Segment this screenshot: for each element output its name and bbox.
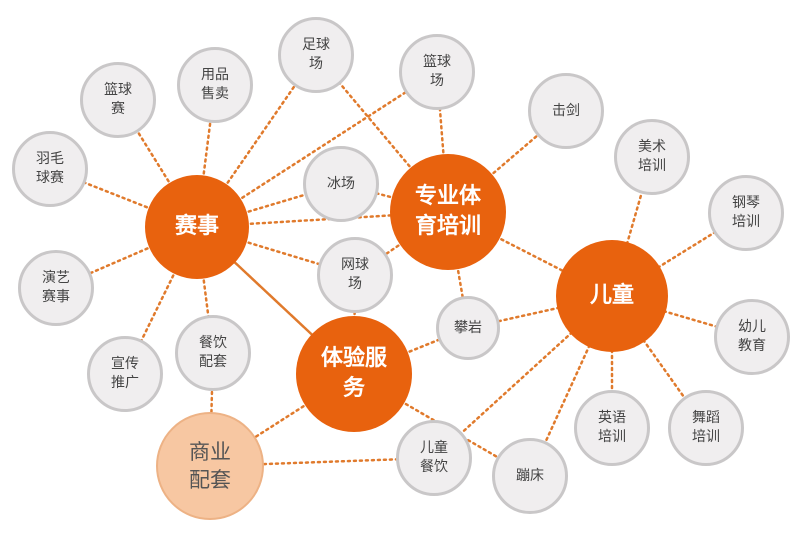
hub-shangye-label: 商业 配套 bbox=[189, 440, 231, 492]
node-label: 宣传 推广 bbox=[111, 356, 139, 391]
hub-ertong: 儿童 bbox=[556, 240, 668, 352]
node-label: 篮球 场 bbox=[423, 54, 451, 89]
node-gangqin-peixun: 钢琴 培训 bbox=[708, 175, 784, 251]
hub-tiyan-label: 体验服 务 bbox=[320, 346, 387, 401]
hub-saishi-label: 赛事 bbox=[174, 214, 219, 239]
node-label: 羽毛 球赛 bbox=[36, 151, 64, 186]
node-label: 用品 售卖 bbox=[201, 67, 229, 102]
node-label: 击剑 bbox=[552, 102, 580, 119]
node-yongpin-shoumai: 用品 售卖 bbox=[177, 47, 253, 123]
hub-saishi: 赛事 bbox=[145, 175, 249, 279]
node-panyan: 攀岩 bbox=[436, 296, 500, 360]
hub-zhuanye-label: 专业体 育培训 bbox=[414, 184, 481, 239]
hub-ertong-label: 儿童 bbox=[589, 283, 634, 308]
connector-ertong-ertongcanyin bbox=[432, 294, 614, 460]
connector-tiyan-shangye bbox=[208, 372, 356, 468]
node-meishu-peixun: 美术 培训 bbox=[614, 119, 690, 195]
node-youer-jiaoyu: 幼儿 教育 bbox=[714, 299, 790, 375]
node-lanqiu-sai: 篮球 赛 bbox=[80, 62, 156, 138]
node-yingyu-peixun: 英语 培训 bbox=[574, 390, 650, 466]
node-label: 攀岩 bbox=[454, 319, 482, 336]
node-label: 蹦床 bbox=[516, 467, 544, 484]
node-bengchuang: 蹦床 bbox=[492, 438, 568, 514]
node-label: 幼儿 教育 bbox=[738, 319, 766, 354]
node-bingchang: 冰场 bbox=[303, 146, 379, 222]
node-jijian: 击剑 bbox=[528, 73, 604, 149]
node-label: 演艺 赛事 bbox=[42, 270, 70, 305]
node-canyin-peitao: 餐饮 配套 bbox=[175, 315, 251, 391]
node-label: 英语 培训 bbox=[598, 410, 626, 445]
node-label: 足球 场 bbox=[302, 37, 330, 72]
node-xuanchuan-tuiguang: 宣传 推广 bbox=[87, 336, 163, 412]
node-label: 儿童 餐饮 bbox=[420, 440, 448, 475]
node-lanqiu-chang: 篮球 场 bbox=[399, 34, 475, 110]
node-yumaoqiu-sai: 羽毛 球赛 bbox=[12, 131, 88, 207]
node-label: 美术 培训 bbox=[638, 139, 666, 174]
hub-shangye-peitao: 商业 配套 bbox=[156, 412, 264, 520]
node-ertong-canyin: 儿童 餐饮 bbox=[396, 420, 472, 496]
hub-zhuanye-tiyu-peixun: 专业体 育培训 bbox=[390, 154, 506, 270]
node-label: 钢琴 培训 bbox=[732, 195, 760, 230]
node-label: 冰场 bbox=[327, 175, 355, 192]
hub-tiyan-fuwu: 体验服 务 bbox=[296, 316, 412, 432]
node-label: 餐饮 配套 bbox=[199, 335, 227, 370]
node-wangqiu-chang: 网球 场 bbox=[317, 237, 393, 313]
node-label: 舞蹈 培训 bbox=[692, 410, 720, 445]
node-label: 网球 场 bbox=[341, 257, 369, 292]
node-wudao-peixun: 舞蹈 培训 bbox=[668, 390, 744, 466]
node-yanyi-saishi: 演艺 赛事 bbox=[18, 250, 94, 326]
node-zuqiu-chang: 足球 场 bbox=[278, 17, 354, 93]
node-label: 篮球 赛 bbox=[104, 82, 132, 117]
